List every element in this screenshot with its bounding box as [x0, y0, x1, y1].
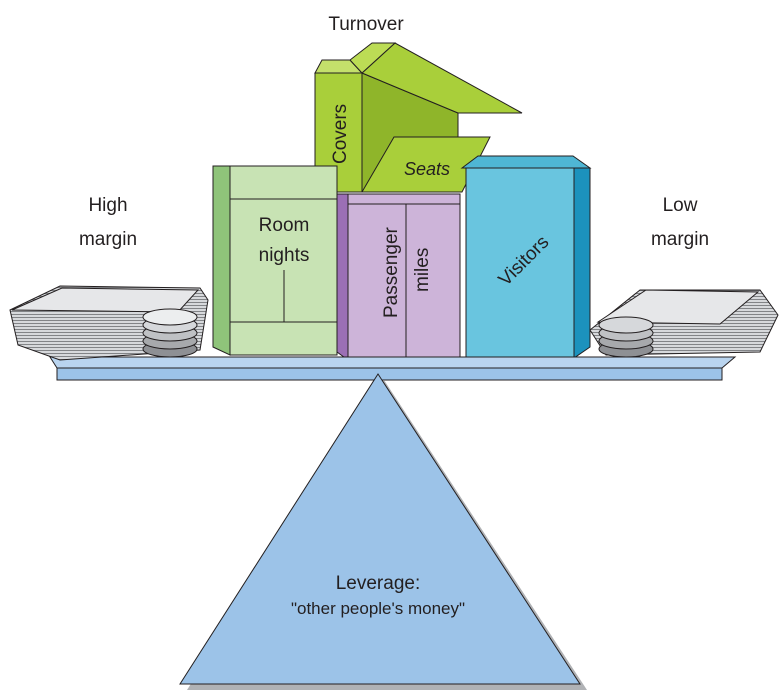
- room-nights-line1: Room: [259, 215, 310, 236]
- high-margin-line2: margin: [79, 229, 137, 250]
- right-money-stack: [589, 289, 779, 358]
- covers-label: Covers: [330, 104, 351, 164]
- others-money-label: "other people's money": [291, 599, 465, 618]
- seats-label: Seats: [404, 159, 450, 179]
- passenger-miles-box-side: [336, 193, 349, 361]
- visitors-box-side: [573, 167, 591, 359]
- leverage-label: Leverage:: [336, 573, 421, 594]
- low-margin-line1: Low: [663, 195, 698, 216]
- miles-label: miles: [412, 248, 433, 292]
- passenger-miles-box: Passenger miles: [336, 193, 461, 361]
- balance-beam-top: [49, 356, 737, 369]
- visitors-box-front: [465, 167, 575, 359]
- low-margin-label: Low margin: [651, 195, 709, 250]
- seats-box-top: [361, 136, 491, 193]
- passenger-miles-box-front: [347, 193, 461, 361]
- right-money-top-bill: [596, 289, 760, 325]
- seats-box: Seats: [361, 136, 491, 193]
- fulcrum-triangle: [179, 373, 581, 685]
- turnover-label: Turnover: [328, 14, 404, 35]
- high-margin-label: High margin: [79, 195, 137, 250]
- left-coin-stack: [142, 308, 198, 358]
- visitors-box: Visitors: [460, 155, 592, 359]
- low-margin-line2: margin: [651, 229, 709, 250]
- left-money-top-bill: [11, 287, 200, 313]
- balance-beam-front: [56, 367, 723, 381]
- room-nights-box-side: [212, 165, 231, 356]
- covers-box-lid: [349, 42, 397, 74]
- balance-beam: [49, 356, 737, 381]
- left-money-stack: [9, 285, 209, 361]
- right-coin-stack: [598, 316, 654, 358]
- room-nights-box-front: [229, 165, 338, 356]
- fulcrum: Leverage: "other people's money": [179, 373, 587, 690]
- room-nights-line2: nights: [259, 245, 310, 266]
- passenger-label: Passenger: [381, 226, 402, 318]
- visitors-box-flap: [460, 155, 592, 169]
- room-nights-box: Room nights: [212, 165, 338, 356]
- high-margin-line1: High: [88, 195, 127, 216]
